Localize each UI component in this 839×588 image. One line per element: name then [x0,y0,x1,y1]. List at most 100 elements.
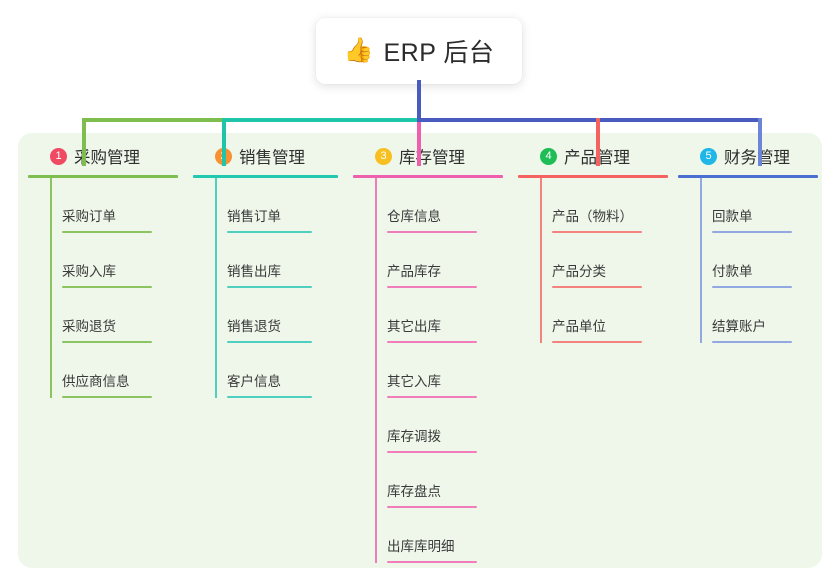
leaf-item[interactable]: 库存调拨 [353,398,503,453]
branch-badge-1: 1 [50,147,67,165]
branch-column-1: 1 采购管理采购订单采购入库采购退货供应商信息 [28,143,178,398]
leaf-list-4: 产品（物料） 产品分类产品单位 [518,178,668,343]
leaf-rule [227,286,312,288]
connector-drop-3 [417,118,421,166]
leaf-item[interactable]: 其它入库 [353,343,503,398]
leaf-rule [62,396,152,398]
leaf-list-2: 销售订单销售出库销售退货客户信息 [193,178,338,398]
leaf-item[interactable]: 采购退货 [28,288,178,343]
leaf-item[interactable]: 付款单 [678,233,818,288]
leaf-label: 客户信息 [227,374,281,389]
leaf-list-1: 采购订单采购入库采购退货供应商信息 [28,178,178,398]
leaf-rule [227,341,312,343]
leaf-label: 产品库存 [387,264,441,279]
leaf-label: 其它入库 [387,374,441,389]
leaf-item[interactable]: 库存盘点 [353,453,503,508]
branch-header-5[interactable]: 5 财务管理 [678,143,818,169]
leaf-item[interactable]: 采购入库 [28,233,178,288]
leaf-item[interactable]: 出库库明细 [353,508,503,563]
branch-title-5: 财务管理 [724,149,790,167]
leaf-rule [62,341,152,343]
leaf-rule [387,396,477,398]
leaf-label: 销售退货 [227,319,281,334]
connector-drop-5 [758,118,762,166]
branch-badge-3: 3 [375,147,392,165]
branch-column-2: 2销售管理销售订单销售出库销售退货客户信息 [193,143,338,398]
root-title: ERP 后台 [383,39,495,67]
leaf-label: 供应商信息 [62,374,130,389]
leaf-item[interactable]: 采购订单 [28,178,178,233]
root-node-card[interactable]: 👍 ERP 后台 [316,18,522,84]
leaf-item[interactable]: 销售出库 [193,233,338,288]
leaf-label: 回款单 [712,209,753,224]
leaf-label: 其它出库 [387,319,441,334]
leaf-item[interactable]: 回款单 [678,178,818,233]
branch-column-5: 5 财务管理回款单付款单结算账户 [678,143,818,343]
branch-header-2[interactable]: 2销售管理 [193,143,338,169]
leaf-item[interactable]: 供应商信息 [28,343,178,398]
connector-bar-blue [417,118,762,122]
leaf-label: 产品分类 [552,264,606,279]
leaf-rule [387,506,477,508]
leaf-rule [712,231,792,233]
leaf-list-3: 仓库信息产品库存其它出库其它入库库存调拨库存盘点出库库明细 [353,178,503,563]
branch-title-1: 采购管理 [74,149,140,167]
branch-rule-2 [193,175,338,178]
leaf-list-5: 回款单付款单结算账户 [678,178,818,343]
leaf-item[interactable]: 销售订单 [193,178,338,233]
branch-rule-3 [353,175,503,178]
connector-drop-1 [82,118,86,166]
branch-panel [18,133,822,568]
leaf-rule [387,341,477,343]
leaf-label: 销售出库 [227,264,281,279]
leaf-label: 销售订单 [227,209,281,224]
branch-header-3[interactable]: 3 库存管理 [353,143,503,169]
leaf-item[interactable]: 结算账户 [678,288,818,343]
branch-rule-4 [518,175,668,178]
leaf-item[interactable]: 产品库存 [353,233,503,288]
leaf-label: 仓库信息 [387,209,441,224]
branch-column-3: 3 库存管理仓库信息产品库存其它出库其它入库库存调拨库存盘点出库库明细 [353,143,503,563]
leaf-item[interactable]: 产品（物料） [518,178,668,233]
branch-title-3: 库存管理 [399,149,465,167]
leaf-label: 结算账户 [712,319,766,334]
leaf-item[interactable]: 销售退货 [193,288,338,343]
leaf-rule [62,231,152,233]
leaf-item[interactable]: 产品单位 [518,288,668,343]
leaf-spine-3 [375,178,377,563]
root-stem [417,80,421,122]
leaf-item[interactable]: 仓库信息 [353,178,503,233]
connector-bar-green [82,118,224,122]
leaf-rule [712,286,792,288]
leaf-rule [552,341,642,343]
branch-badge-4: 4 [540,147,557,165]
branch-title-2: 销售管理 [239,149,305,167]
branch-rule-5 [678,175,818,178]
leaf-label: 库存调拨 [387,429,441,444]
leaf-spine-2 [215,178,217,398]
leaf-item[interactable]: 客户信息 [193,343,338,398]
connector-bar-teal [224,118,421,122]
leaf-label: 产品（物料） [552,209,633,224]
leaf-rule [552,286,642,288]
branch-header-1[interactable]: 1 采购管理 [28,143,178,169]
leaf-item[interactable]: 其它出库 [353,288,503,343]
thumbs-up-emoji: 👍 [343,37,374,64]
leaf-rule [387,451,477,453]
leaf-label: 库存盘点 [387,484,441,499]
leaf-label: 采购退货 [62,319,116,334]
connector-drop-2 [222,118,226,166]
branch-header-4[interactable]: 4产品管理 [518,143,668,169]
leaf-rule [552,231,642,233]
leaf-spine-4 [540,178,542,343]
leaf-label: 产品单位 [552,319,606,334]
leaf-label: 采购入库 [62,264,116,279]
leaf-spine-1 [50,178,52,398]
leaf-label: 出库库明细 [387,539,455,554]
branch-badge-5: 5 [700,147,717,165]
leaf-rule [227,231,312,233]
leaf-item[interactable]: 产品分类 [518,233,668,288]
leaf-rule [227,396,312,398]
